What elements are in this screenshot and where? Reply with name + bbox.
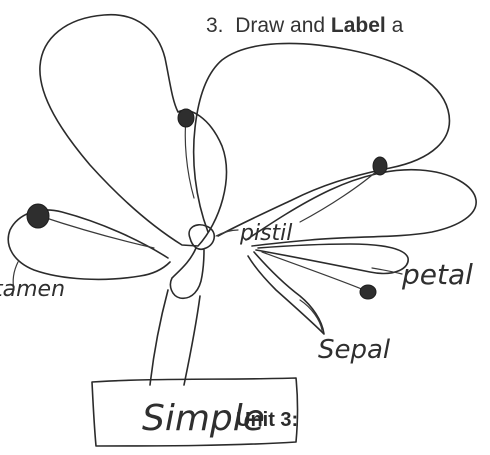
stamen-anther-lower <box>360 285 376 299</box>
sepal-outline <box>248 252 324 334</box>
label-petal: petal <box>401 258 473 291</box>
pistil-style <box>170 248 204 298</box>
petal-upper-right <box>194 43 450 236</box>
pistil-top <box>189 225 214 250</box>
stamen-filament-left <box>40 216 154 248</box>
stamen-anther-left <box>27 204 49 228</box>
petal-upper-left <box>40 15 227 246</box>
unit-heading: Unit 3: <box>236 409 298 432</box>
stem <box>150 290 200 385</box>
label-stamen: tamen <box>0 277 65 302</box>
stamen-anther-top <box>178 109 194 127</box>
stamen-filament-lower <box>262 252 364 290</box>
stamen-anther-right <box>373 157 387 175</box>
stamen-filament-right <box>300 170 378 222</box>
label-sepal: Sepal <box>318 335 391 365</box>
stamen-filament-top <box>185 120 194 198</box>
label-pistil: pistil <box>239 221 292 246</box>
